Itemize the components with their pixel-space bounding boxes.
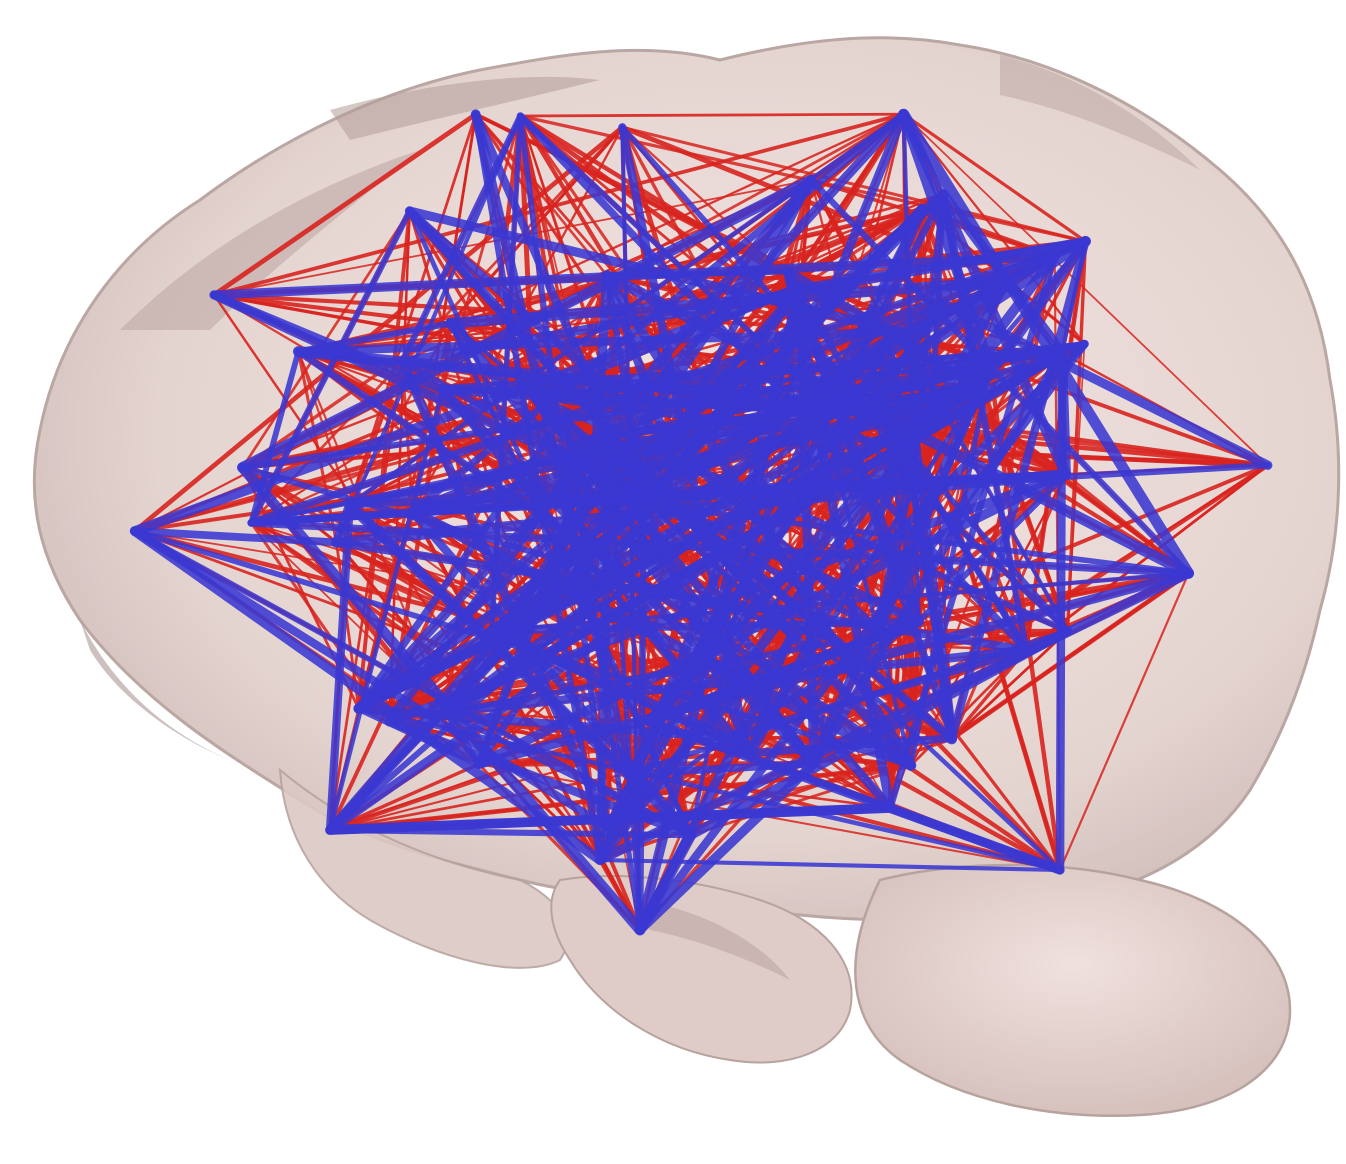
edges-a-edge <box>520 114 903 116</box>
